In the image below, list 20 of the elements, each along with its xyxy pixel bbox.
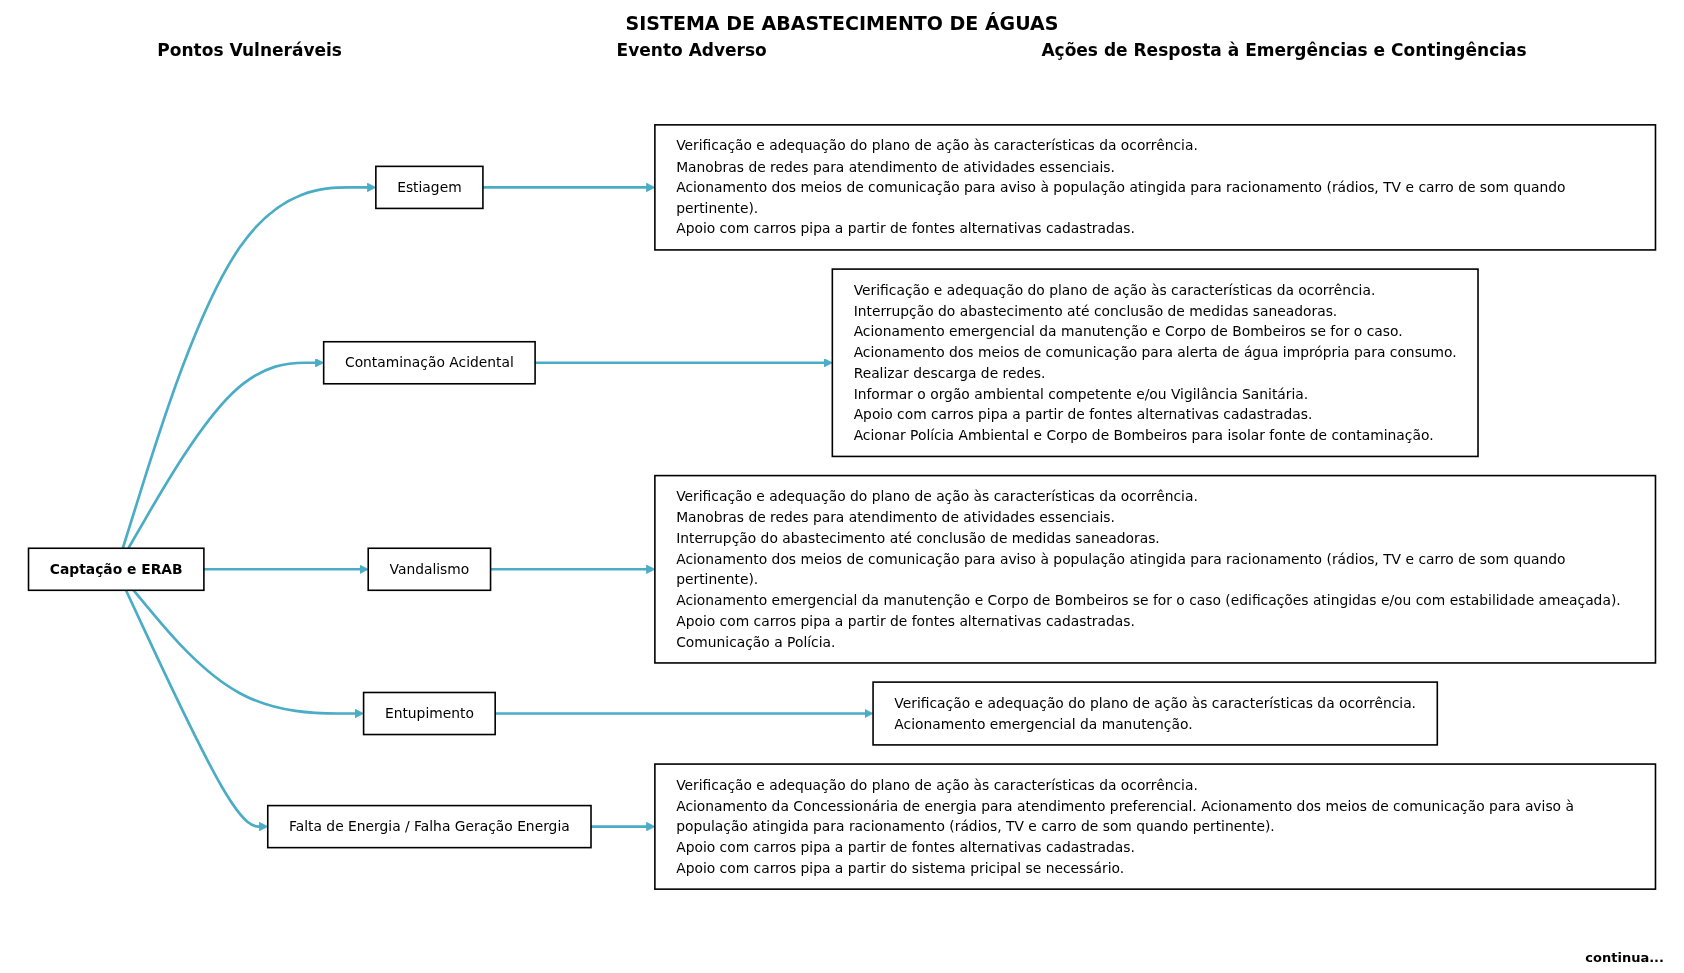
node-box: Verificação e adequação do plano de ação às características da ocorrência. Acionamento da Concessionária de energia para atendimento preferencial. Acionamento dos meios de comunicação para aviso à população atingida para racionamento (rádios, TV e carro de som quando pertinente). Apoio com carros pipa a partir de fontes alternativas cadastradas. Apoio com carros pipa a partir do sistema pricipal se necessário. — [654, 763, 1657, 890]
column-heading: Ações de Resposta à Emergências e Contingências — [1041, 40, 1527, 60]
continuation-note: continua... — [1585, 950, 1664, 965]
node-box: Verificação e adequação do plano de ação às características da ocorrência. Acionamento emergencial da manutenção. — [872, 681, 1439, 746]
node-box: Estiagem — [375, 165, 484, 210]
node-box: Verificação e adequação do plano de ação às características da ocorrência. Manobras de redes para atendimento de atividades essenciais. Interrupção do abastecimento até conclusão de medidas saneadoras. Acionamento dos meios de comunicação para aviso à população atingida para racionamento (rádios, TV e carro de som quando pertinente). Acionamento emergencial da manutenção e Corpo de Bombeiros se for o caso (edificações atingidas e/ou com estabilidade ameaçada). Apoio com carros pipa a partir de fontes alternativas cadastradas. Comunicação a Polícia. — [654, 474, 1657, 664]
node-box: Verificação e adequação do plano de ação às características da ocorrência. Interrupção do abastecimento até conclusão de medidas saneadoras. Acionamento emergencial da manutenção e Corpo de Bombeiros se for o caso. Acionamento dos meios de comunicação para alerta de água imprópria para consumo. Realizar descarga de redes. Informar o orgão ambiental competente e/ou Vigilância Sanitária. Apoio com carros pipa a partir de fontes alternativas cadastradas. Acionar Polícia Ambiental e Corpo de Bombeiros para isolar fonte de contaminação. — [831, 268, 1479, 458]
column-heading: Evento Adverso — [616, 40, 767, 60]
arrow — [495, 708, 874, 719]
arrow — [203, 564, 369, 574]
node-box: Entupimento — [362, 691, 496, 736]
column-heading: Pontos Vulneráveis — [157, 40, 342, 60]
arrow — [535, 358, 833, 368]
arrow — [132, 589, 364, 719]
node-box: Captação e ERAB — [27, 547, 205, 592]
node-box: Falta de Energia / Falha Geração Energia — [266, 804, 592, 849]
node-box: Contaminação Acidental — [322, 340, 536, 385]
node-box: Verificação e adequação do plano de ação às características da ocorrência. Manobras de redes para atendimento de atividades essenciais. Acionamento dos meios de comunicação para aviso à população atingida para racionamento (rádios, TV e carro de som quando pertinente). Apoio com carros pipa a partir de fontes alternativas cadastradas. — [654, 124, 1657, 251]
node-box: Vandalismo — [367, 547, 492, 592]
diagram-title: SISTEMA DE ABASTECIMENTO DE ÁGUAS — [624, 12, 1060, 34]
